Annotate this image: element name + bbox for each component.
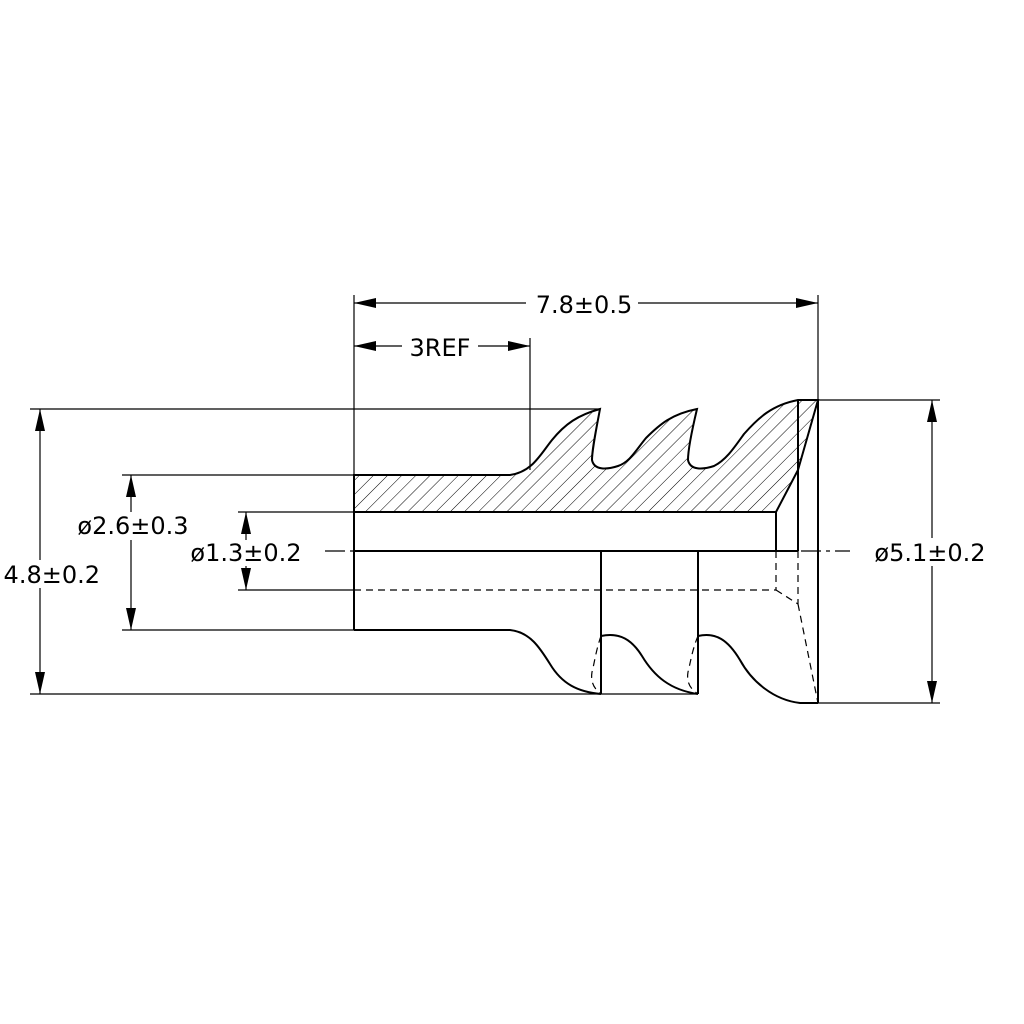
seal-diameter-dimension: ø5.1±0.2 [866, 400, 994, 703]
seal-diameter-label: ø5.1±0.2 [874, 539, 985, 567]
overall-length-dimension: 7.8±0.5 [354, 290, 818, 319]
overall-height-label: 4.8±0.2 [4, 561, 100, 589]
inner-diameter-label: ø1.3±0.2 [190, 539, 301, 567]
outer-diameter-dimension: ø2.6±0.3 [70, 475, 196, 630]
hidden-lines [354, 551, 819, 704]
extension-lines [30, 295, 940, 704]
outer-diameter-label: ø2.6±0.3 [77, 512, 188, 540]
inner-diameter-dimension: ø1.3±0.2 [184, 512, 310, 590]
overall-height-dimension: 4.8±0.2 [0, 409, 100, 694]
ref-length-dimension: 3REF [354, 333, 530, 362]
overall-length-label: 7.8±0.5 [536, 291, 632, 319]
ref-length-label: 3REF [410, 334, 471, 362]
hatched-section [353, 399, 820, 513]
